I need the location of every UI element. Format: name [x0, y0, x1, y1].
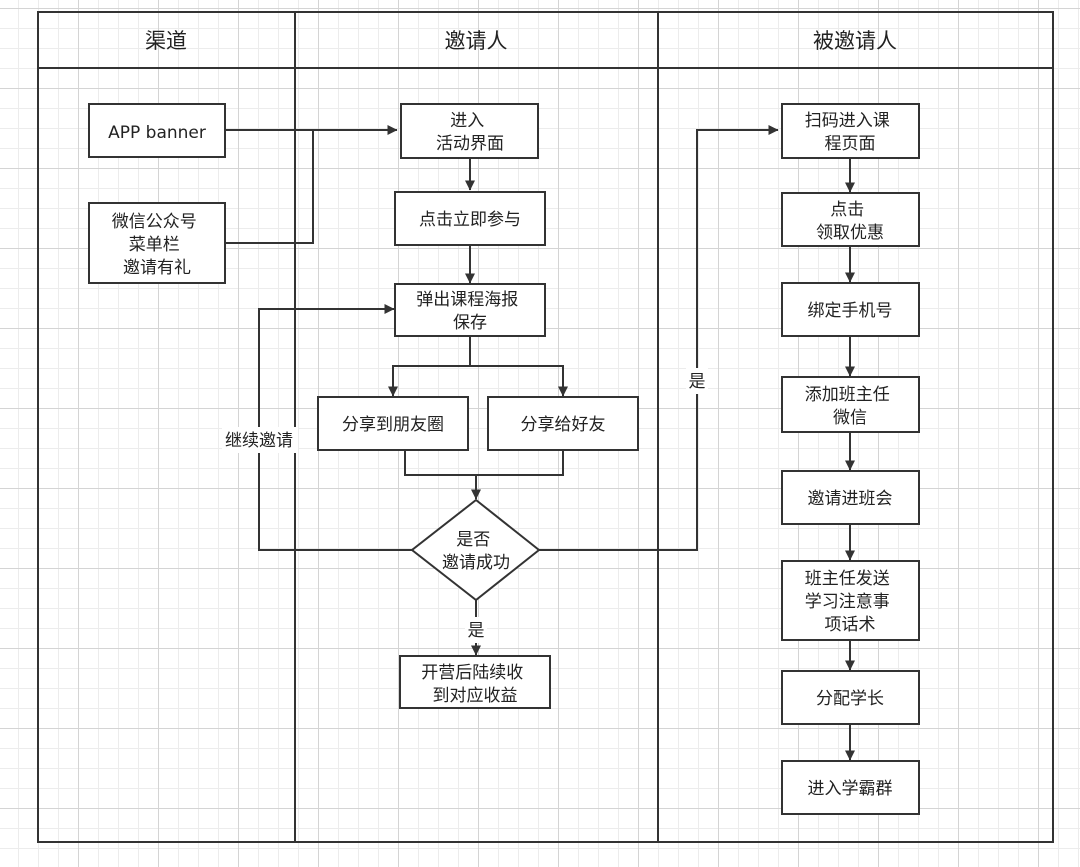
- label-share-moments: 分享到朋友圈: [342, 415, 444, 435]
- label-get-coupon: 点击 领取优惠: [816, 200, 884, 243]
- edge-wechat-to-activity: [226, 130, 314, 244]
- node-poster: [394, 283, 546, 337]
- node-join-group: [781, 760, 920, 815]
- label-scan-course: 扫码进入课 程页面: [805, 111, 895, 154]
- lane-title-invitee: 被邀请人: [813, 29, 897, 53]
- label-share-friend: 分享给好友: [521, 415, 606, 435]
- label-join-group: 进入学霸群: [808, 779, 893, 799]
- node-get-coupon: [781, 192, 920, 247]
- edge-label-yes-down: 是: [468, 621, 485, 641]
- label-click-join: 点击立即参与: [419, 210, 521, 230]
- node-share-friend: [487, 396, 639, 451]
- node-invite-class: [781, 470, 920, 525]
- label-revenue: 开营后陆续收 到对应收益: [421, 663, 528, 706]
- edge-poster-to-moments: [388, 336, 471, 397]
- yes-right-label-bg: [686, 368, 708, 394]
- edge-labels: 继续邀请 是 是: [222, 368, 708, 643]
- lane-title-inviter: 邀请人: [445, 29, 508, 53]
- lane-title-channel: 渠道: [145, 29, 187, 53]
- node-decision: [410, 498, 541, 602]
- node-add-teacher: [781, 376, 920, 433]
- swimlane-frame: [37, 11, 1054, 843]
- edge-poster-to-friend: [470, 365, 568, 397]
- node-labels: APP banner 微信公众号 菜单栏 邀请有礼 进入 活动界面 点击立即参与…: [108, 111, 895, 799]
- node-scan-course: [781, 103, 920, 159]
- label-enter-activity: 进入 活动界面: [436, 111, 504, 154]
- node-shapes: [88, 103, 920, 815]
- label-teacher-notes: 班主任发送 学习注意事 项话术: [805, 569, 895, 635]
- continue-invite-label-bg: [222, 427, 298, 453]
- node-wechat-menu: [88, 202, 226, 284]
- label-decision: 是否 邀请成功: [442, 530, 510, 573]
- node-enter-activity: [400, 103, 539, 159]
- label-poster: 弹出课程海报 保存: [416, 290, 523, 333]
- label-app-banner: APP banner: [108, 123, 206, 143]
- label-wechat-menu: 微信公众号 菜单栏 邀请有礼: [112, 212, 202, 278]
- node-share-moments: [317, 396, 469, 451]
- label-invite-class: 邀请进班会: [808, 489, 893, 509]
- node-teacher-notes: [781, 560, 920, 641]
- edge-shares-merge: [404, 450, 564, 476]
- node-revenue: [399, 655, 551, 709]
- label-bind-phone: 绑定手机号: [808, 301, 893, 321]
- node-click-join: [394, 191, 546, 246]
- node-bind-phone: [781, 282, 920, 337]
- label-assign-senior: 分配学长: [816, 689, 884, 709]
- edge-yes-to-scan: [539, 125, 779, 551]
- edge-label-continue-invite: 继续邀请: [225, 431, 293, 451]
- edge-label-yes-right: 是: [689, 372, 706, 392]
- label-add-teacher: 添加班主任 微信: [805, 385, 895, 428]
- node-assign-senior: [781, 670, 920, 725]
- yes-down-label-bg: [465, 617, 487, 643]
- swimlane-border: [37, 11, 1054, 843]
- node-app-banner: [88, 103, 226, 158]
